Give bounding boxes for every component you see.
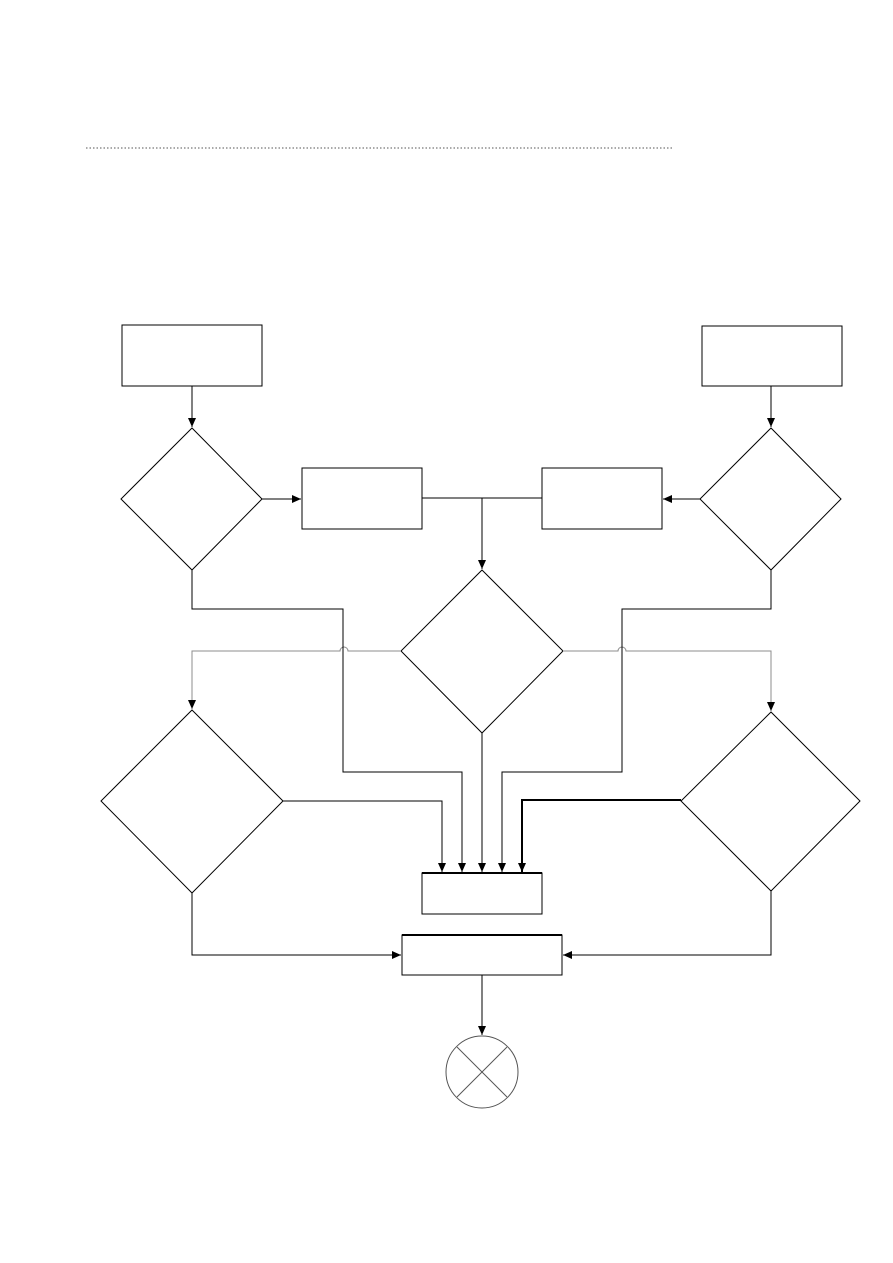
collector-process-box [421,872,543,915]
connector-lowerright-to-merge [563,891,772,959]
center-left-process-box [301,467,423,530]
connector-leftdecision-to-collector [191,570,466,872]
lower-right-decision-diamond [680,711,861,892]
left-decision-diamond [120,427,263,571]
connector-centerdecision-to-lowerleft [188,646,401,709]
lower-left-decision-diamond [100,709,284,894]
connector-rightdecision-to-collector [498,570,772,872]
merge-process-box [401,934,563,976]
connector-lowerleft-to-merge [191,893,401,959]
connector-centerdecision-to-lowerright [563,646,775,711]
x-circle-icon [456,1046,508,1098]
center-right-process-box [541,467,663,530]
terminator-node [445,1035,519,1109]
top-right-process-box [701,325,843,387]
top-left-process-box [121,324,263,387]
connector-lowerleft-to-collector [283,800,446,872]
center-decision-diamond [400,569,564,734]
right-decision-diamond [699,427,842,571]
connector-lowerright-to-collector [518,799,681,872]
